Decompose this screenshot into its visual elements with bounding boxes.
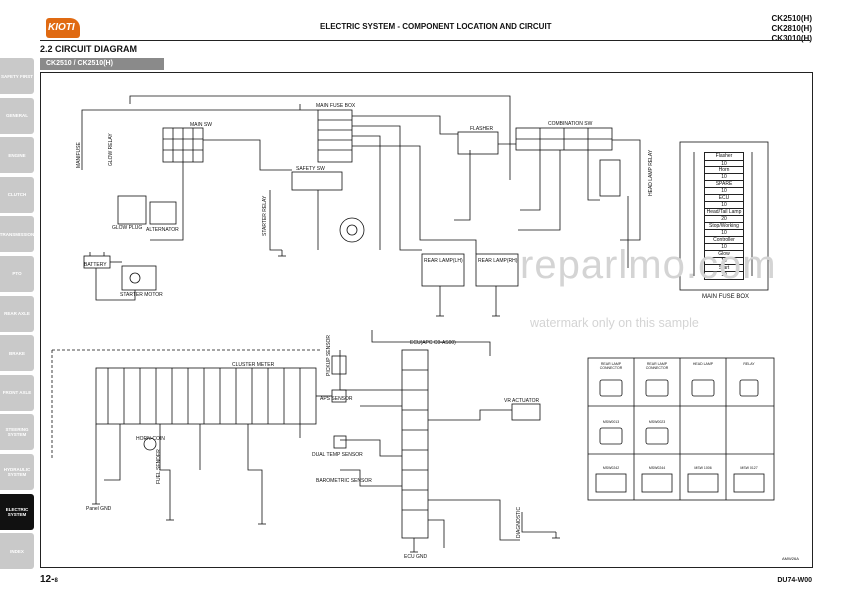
label-rear-lamp-rh: REAR LAMP(RH)	[478, 258, 518, 264]
label-aps-sensor: APS SENSOR	[320, 396, 353, 402]
label-ecu-gnd: ECU GND	[404, 554, 428, 560]
aps-sensor	[331, 389, 347, 403]
rear-lamp-rh	[475, 253, 519, 287]
label-cluster-meter: CLUSTER METER	[232, 362, 275, 368]
label-head-lamp-relay: HEAD LAMP RELAY	[648, 149, 654, 196]
model-1: CK2510(H)	[771, 14, 812, 23]
section-title: 2.2 CIRCUIT DIAGRAM	[40, 44, 138, 54]
label-safety-sw: SAFETY SW	[296, 166, 325, 172]
label-combination-sw: COMBINATION SW	[548, 121, 593, 127]
document-title: ELECTRIC SYSTEM - COMPONENT LOCATION AND…	[320, 22, 552, 31]
tab-transmission[interactable]: TRANSMISSION	[0, 216, 34, 253]
watermark-site: reparlmo.com	[520, 243, 777, 287]
tab-index[interactable]: INDEX	[0, 533, 34, 570]
connector-label: MSW 0127	[740, 466, 758, 470]
label-glow-plug: GLOW PLUG	[112, 225, 143, 231]
label-main-fuse-box: MAIN FUSE BOX	[316, 103, 356, 109]
label-ecu: ECU(APC C0-AS00)	[410, 340, 456, 346]
connector-label: HEAD LAMP	[692, 362, 714, 366]
cluster-meter	[95, 367, 317, 425]
tab-electric-system[interactable]: ELECTRIC SYSTEM	[0, 493, 34, 530]
label-vr-actuator: VR ACTUATOR	[504, 398, 540, 404]
horn	[143, 437, 157, 451]
label-diagnostic: DIAGNOSTIC	[516, 506, 522, 538]
fuse-amp: 10	[704, 271, 744, 280]
connector-label: MSW 1006	[694, 466, 712, 470]
page-number-main: 12-	[40, 574, 55, 585]
connector-label: MSW0023	[648, 420, 666, 424]
connector-label: REAR LAMP CONNECTOR	[599, 362, 623, 370]
connector-label: MSW0013	[602, 420, 620, 424]
label-starter-motor: STARTER MOTOR	[120, 292, 163, 298]
vr-actuator	[511, 403, 541, 421]
label-horn: HORN-COIN	[136, 436, 165, 442]
header-rule	[40, 40, 810, 41]
tab-pto[interactable]: PTO	[0, 255, 34, 292]
label-battery: BATTERY	[84, 262, 107, 268]
circuit-diagram-frame	[40, 72, 813, 568]
tab-hydraulic-system[interactable]: HYDRAULIC SYSTEM	[0, 453, 34, 490]
glow-plug	[117, 195, 147, 225]
safety-switch	[291, 171, 343, 191]
ecu-unit	[401, 349, 429, 539]
connector-label: RELAY	[743, 362, 755, 366]
tab-clutch[interactable]: CLUTCH	[0, 176, 34, 213]
label-glow-relay: GLOW RELAY	[108, 133, 114, 166]
label-rear-lamp-lh: REAR LAMP(LH)	[424, 258, 463, 264]
label-main-fuse-box-detail: MAIN FUSE BOX	[702, 294, 750, 300]
logo-text: KIOTI	[48, 22, 75, 33]
pickup-sensor	[331, 355, 347, 375]
dual-temp-sensor	[333, 435, 347, 449]
label-alternator: ALTERNATOR	[146, 227, 179, 233]
model-list: CK2510(H) CK2810(H) CK3010(H)	[772, 14, 812, 44]
model-3: CK3010(H)	[771, 34, 812, 43]
model-tag: CK2510 / CK2510(H)	[40, 58, 164, 70]
relay-coil	[339, 217, 365, 243]
label-barometric-sensor: BAROMETRIC SENSOR	[316, 478, 372, 484]
page-number: 12-8	[40, 574, 58, 585]
section-tabs: SAFETY FIRST GENERAL ENGINE CLUTCH TRANS…	[0, 58, 34, 573]
label-dual-temp-sensor: DUAL TEMP SENSOR	[312, 452, 363, 458]
tab-steering-system[interactable]: STEERING SYSTEM	[0, 414, 34, 451]
model-2: CK2810(H)	[771, 24, 812, 33]
figure-code: AMW26A	[782, 556, 799, 561]
tab-brake[interactable]: BRAKE	[0, 335, 34, 372]
tab-engine[interactable]: ENGINE	[0, 137, 34, 174]
connector-label: MSW0242	[602, 466, 620, 470]
tab-front-axle[interactable]: FRONT AXLE	[0, 374, 34, 411]
ground-symbols	[92, 250, 560, 553]
watermark-note: watermark only on this sample	[530, 316, 699, 330]
rear-lamp-lh	[421, 253, 465, 287]
document-code: DU74-W00	[777, 577, 812, 584]
label-pickup-sensor: PICKUP SENSOR	[326, 334, 332, 376]
label-panel-gnd: Panel GND	[86, 506, 112, 512]
label-fuel-sender: FUEL SENDER	[156, 449, 162, 484]
label-manifuse: MANIFUSE	[76, 142, 82, 168]
tab-general[interactable]: GENERAL	[0, 97, 34, 134]
connector-label: REAR LAMP CONNECTOR	[645, 362, 669, 370]
kioti-logo	[46, 18, 80, 38]
label-flasher: FLASHER	[470, 126, 494, 132]
label-main-sw: MAIN SW	[190, 122, 212, 128]
page-number-sub: 8	[54, 578, 58, 584]
flasher-unit	[457, 131, 499, 155]
main-fuse-box-detail	[679, 141, 769, 291]
starter-motor	[121, 265, 157, 291]
alternator	[149, 201, 177, 225]
tab-safety-first[interactable]: SAFETY FIRST	[0, 58, 34, 94]
head-lamp-relay	[599, 159, 621, 197]
connector-chart	[587, 357, 775, 501]
label-starter-relay: STARTER RELAY	[262, 195, 268, 236]
tab-rear-axle[interactable]: REAR AXLE	[0, 295, 34, 332]
connector-label: MSW0244	[648, 466, 666, 470]
main-fuse-box-top	[317, 109, 353, 163]
